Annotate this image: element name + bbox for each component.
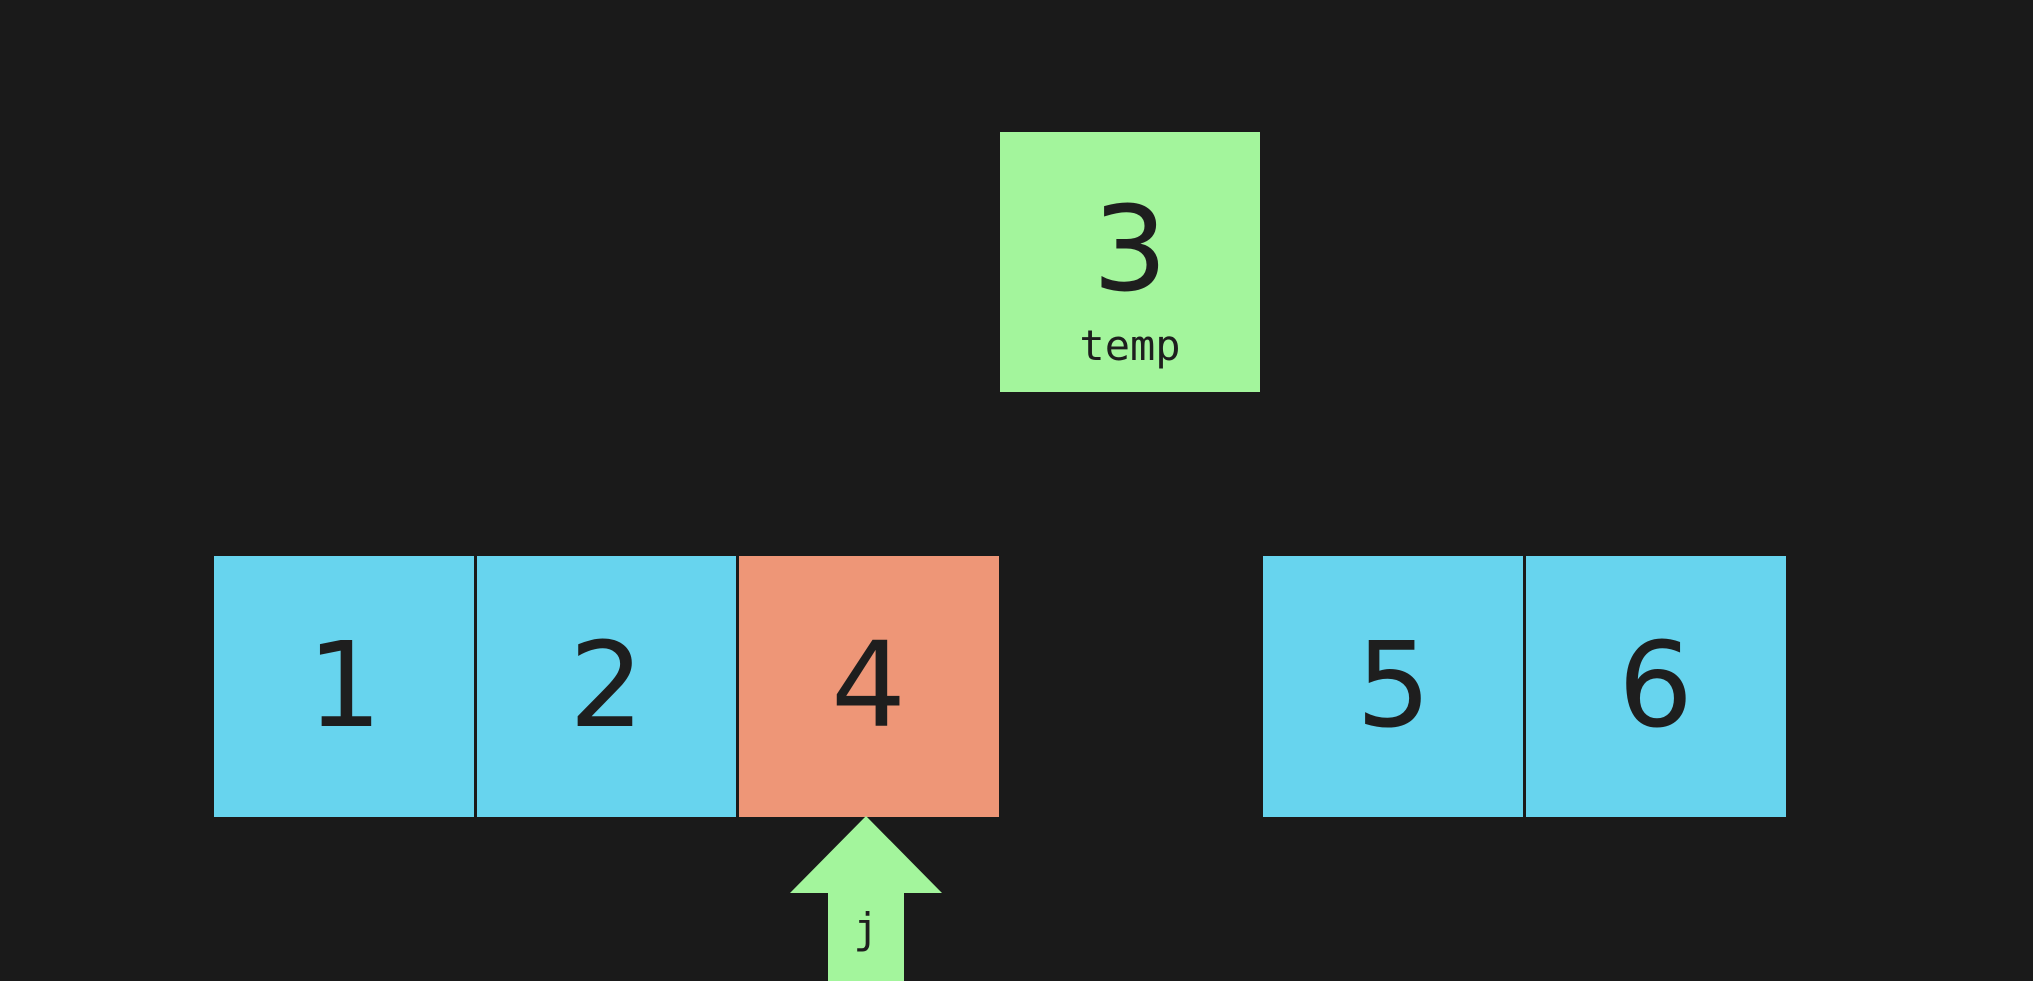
cell-divider <box>474 556 477 817</box>
array-cell-0: 1 <box>214 556 475 817</box>
temp-label: temp <box>1079 321 1181 370</box>
temp-value: 3 <box>1092 180 1168 318</box>
pointer-j-label: j <box>853 904 879 953</box>
array-cell-2: 4 <box>738 556 999 817</box>
array-cell-5: 6 <box>1525 556 1786 817</box>
array-cell-value: 5 <box>1355 615 1432 754</box>
array-cell-1: 2 <box>476 556 737 817</box>
temp-box: 3 temp <box>1000 132 1260 392</box>
array-cell-value: 1 <box>306 615 383 754</box>
cell-divider <box>1523 556 1526 817</box>
up-arrow-icon <box>790 816 942 981</box>
cell-divider <box>736 556 739 817</box>
pointer-j-arrow <box>790 816 942 981</box>
array-cell-value: 2 <box>568 615 645 754</box>
array-cell-value: 6 <box>1617 615 1694 754</box>
array-cell-value: 4 <box>830 615 907 754</box>
array-cell-4: 5 <box>1263 556 1524 817</box>
